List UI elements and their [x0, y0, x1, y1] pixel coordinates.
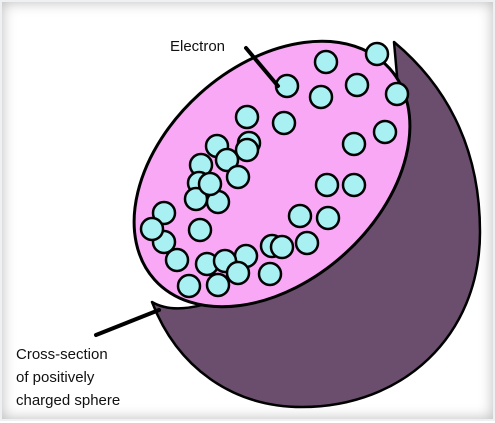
- electron: [207, 274, 229, 296]
- electron: [386, 83, 408, 105]
- electron: [178, 275, 200, 297]
- electron: [343, 174, 365, 196]
- electron: [273, 112, 295, 134]
- cross-section-pointer-line: [96, 310, 159, 335]
- electron: [296, 232, 318, 254]
- electron: [289, 205, 311, 227]
- electron: [271, 236, 293, 258]
- electron: [141, 218, 163, 240]
- electron: [315, 51, 337, 73]
- electron: [227, 166, 249, 188]
- electron: [317, 207, 339, 229]
- electron: [259, 263, 281, 285]
- cross-section-label-line2: of positively: [16, 369, 95, 386]
- electron: [236, 106, 258, 128]
- electron: [346, 74, 368, 96]
- electron-label: Electron: [170, 38, 225, 55]
- electron: [310, 86, 332, 108]
- electron: [189, 219, 211, 241]
- electron: [374, 121, 396, 143]
- electron: [199, 173, 221, 195]
- electron: [227, 262, 249, 284]
- electron: [366, 43, 388, 65]
- cross-section-label-line3: charged sphere: [16, 392, 120, 409]
- electron: [343, 133, 365, 155]
- electron: [166, 249, 188, 271]
- cross-section-label-line1: Cross-section: [16, 346, 108, 363]
- electron: [316, 174, 338, 196]
- electron: [236, 139, 258, 161]
